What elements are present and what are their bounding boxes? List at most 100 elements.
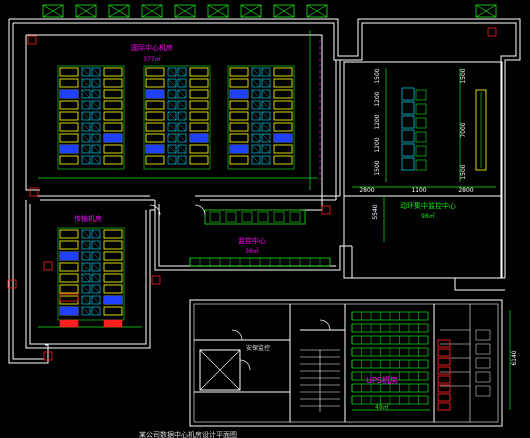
cold-aisle-cell bbox=[91, 262, 101, 272]
rack-row-a bbox=[57, 65, 125, 170]
ac-unit bbox=[27, 35, 37, 45]
cabinet-left bbox=[229, 67, 249, 77]
cold-aisle-cell bbox=[81, 100, 91, 110]
desk-seat bbox=[257, 211, 269, 223]
cabinet-left bbox=[145, 111, 165, 121]
cabinet-left bbox=[145, 122, 165, 132]
cabinet-right bbox=[189, 89, 209, 99]
window-cross bbox=[108, 4, 130, 18]
cold-aisle-cell bbox=[91, 144, 101, 154]
cold-aisle-cell bbox=[167, 78, 177, 88]
outer-wall bbox=[12, 23, 44, 360]
window-unit bbox=[240, 4, 262, 18]
rack-row-b bbox=[143, 65, 211, 170]
control-center-name: 动环集中监控中心 bbox=[400, 201, 456, 210]
window-frame bbox=[42, 4, 64, 18]
cold-aisle-cell bbox=[81, 295, 91, 305]
cold-aisle-cell bbox=[261, 111, 271, 121]
cabinet-right bbox=[103, 306, 123, 316]
window-cross bbox=[240, 4, 262, 18]
cabinet-right bbox=[189, 155, 209, 165]
cold-aisle-cell bbox=[167, 144, 177, 154]
blue-cabinet bbox=[145, 144, 165, 154]
cabinet-right bbox=[103, 67, 123, 77]
cabinet-right bbox=[103, 262, 123, 272]
aisle-hatch bbox=[81, 100, 91, 110]
cabinet-right bbox=[103, 284, 123, 294]
cold-aisle-cell bbox=[91, 240, 101, 250]
cold-aisle-cell bbox=[167, 100, 177, 110]
console-seat bbox=[401, 101, 415, 115]
cold-aisle-cell bbox=[251, 89, 261, 99]
window-frame bbox=[174, 4, 196, 18]
aisle-hatch bbox=[81, 273, 91, 283]
aisle-hatch bbox=[177, 67, 187, 77]
aisle-hatch bbox=[261, 78, 271, 88]
cold-aisle-cell bbox=[81, 240, 91, 250]
cabinet-right bbox=[273, 78, 293, 88]
rack-frame bbox=[57, 227, 125, 321]
aisle-hatch bbox=[91, 111, 101, 121]
cold-aisle-cell bbox=[177, 100, 187, 110]
aisle-hatch bbox=[177, 122, 187, 132]
cabinet-right bbox=[103, 240, 123, 250]
aisle-hatch bbox=[81, 251, 91, 261]
window-unit bbox=[42, 4, 64, 18]
main-hall-name: 国际中心机房 bbox=[131, 43, 173, 52]
cabinet-left bbox=[145, 133, 165, 143]
cold-aisle-cell bbox=[91, 251, 101, 261]
aisle-hatch bbox=[251, 89, 261, 99]
aisle-hatch bbox=[81, 240, 91, 250]
control-room-wall bbox=[343, 61, 503, 197]
cold-aisle-cell bbox=[251, 78, 261, 88]
aisle-hatch bbox=[177, 155, 187, 165]
cold-aisle-cell bbox=[251, 155, 261, 165]
window-unit bbox=[141, 4, 163, 18]
aisle-hatch bbox=[91, 78, 101, 88]
cabinet-left bbox=[59, 67, 79, 77]
cold-aisle-cell bbox=[251, 111, 261, 121]
console-seat bbox=[401, 143, 415, 157]
window-cross bbox=[475, 4, 497, 18]
main-hall-wall bbox=[26, 34, 323, 211]
cold-aisle-cell bbox=[91, 273, 101, 283]
console-screen bbox=[415, 131, 427, 143]
cabinet-right bbox=[103, 251, 123, 261]
aisle-hatch bbox=[261, 100, 271, 110]
corridor-strip bbox=[189, 257, 331, 267]
cabinet-left bbox=[59, 111, 79, 121]
aisle-hatch bbox=[251, 122, 261, 132]
cold-aisle-cell bbox=[91, 100, 101, 110]
dim-right-3: 1500 bbox=[460, 164, 467, 179]
cold-aisle-cell bbox=[251, 122, 261, 132]
aisle-hatch bbox=[91, 144, 101, 154]
aisle-hatch bbox=[91, 251, 101, 261]
cabinet-right bbox=[103, 155, 123, 165]
cabinet-right bbox=[103, 89, 123, 99]
cold-aisle-cell bbox=[91, 295, 101, 305]
cabinet-right bbox=[189, 144, 209, 154]
aisle-hatch bbox=[177, 144, 187, 154]
aisle-hatch bbox=[167, 78, 177, 88]
ac-unit bbox=[43, 261, 53, 271]
aisle-hatch bbox=[167, 111, 177, 121]
dim-left-5: 1500 bbox=[374, 160, 381, 175]
cabinet-left bbox=[229, 78, 249, 88]
aisle-hatch bbox=[81, 122, 91, 132]
cabinet-left bbox=[59, 284, 79, 294]
cold-aisle-cell bbox=[91, 78, 101, 88]
ups-cabinet bbox=[437, 339, 451, 348]
console-screen bbox=[415, 117, 427, 129]
window-cross bbox=[273, 4, 295, 18]
aisle-hatch bbox=[261, 67, 271, 77]
service-block-wall bbox=[189, 299, 503, 427]
service-block-wall bbox=[193, 303, 499, 423]
aisle-hatch bbox=[177, 111, 187, 121]
cold-aisle-cell bbox=[177, 122, 187, 132]
ups-cabinet bbox=[437, 402, 451, 411]
dim-left-3: 1200 bbox=[374, 114, 381, 129]
cabinet-right bbox=[273, 144, 293, 154]
desk-seat bbox=[289, 211, 301, 223]
aisle-hatch bbox=[251, 155, 261, 165]
second-hall-wall bbox=[25, 200, 155, 349]
